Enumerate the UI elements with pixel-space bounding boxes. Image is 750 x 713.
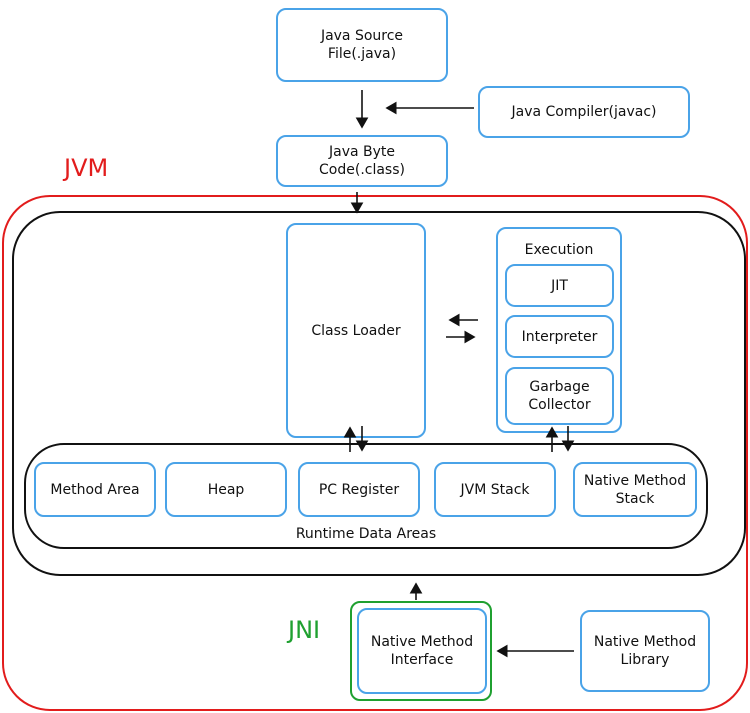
java-byte-code-box: Java Byte Code(.class): [276, 135, 448, 187]
native-method-interface-box: Native Method Interface: [357, 608, 487, 694]
jvm-container: [2, 195, 748, 711]
java-compiler-box: Java Compiler(javac): [478, 86, 690, 138]
jvm-stack-box: JVM Stack: [434, 462, 556, 517]
runtime-data-areas-label: Runtime Data Areas: [295, 526, 437, 542]
pc-register-box: PC Register: [298, 462, 420, 517]
interpreter-box: Interpreter: [505, 315, 614, 358]
jvm-inner-container: [12, 211, 746, 576]
jit-box: JIT: [505, 264, 614, 307]
jvm-label: JVM: [64, 154, 109, 182]
java-source-box: Java Source File(.java): [276, 8, 448, 82]
method-area-box: Method Area: [34, 462, 156, 517]
heap-box: Heap: [165, 462, 287, 517]
native-method-stack-box: Native Method Stack: [573, 462, 697, 517]
native-method-library-box: Native Method Library: [580, 610, 710, 692]
execution-label: Execution: [524, 242, 594, 258]
jni-label: JNI: [288, 616, 321, 644]
class-loader-box: Class Loader: [286, 223, 426, 438]
jni-container: [350, 601, 492, 701]
garbage-collector-box: Garbage Collector: [505, 367, 614, 425]
